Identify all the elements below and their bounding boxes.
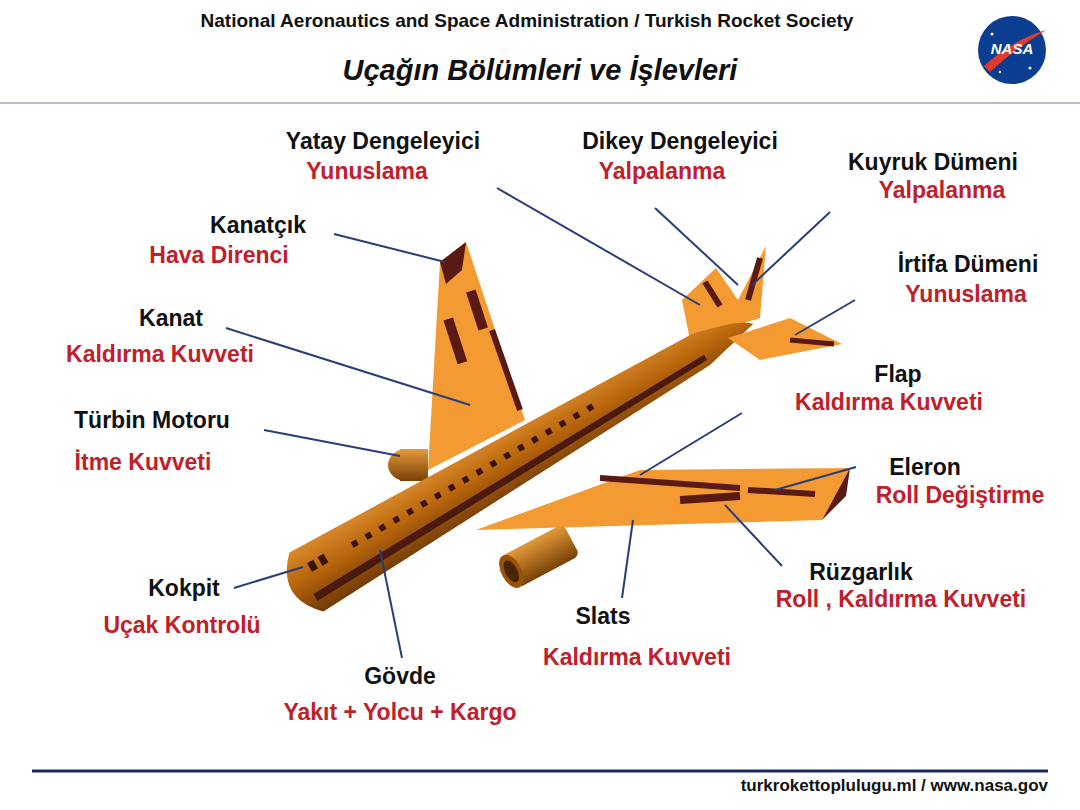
part-name: Slats: [576, 603, 631, 629]
part-name: Kuyruk Dümeni: [848, 149, 1018, 175]
part-function: İtme Kuvveti: [75, 449, 212, 475]
part-function: Kaldırma Kuvveti: [66, 341, 254, 367]
part-name: Kanat: [139, 305, 203, 331]
part-function: Hava Direnci: [149, 242, 288, 268]
part-function: Roll Değiştirme: [876, 482, 1045, 508]
part-function: Kaldırma Kuvveti: [543, 644, 731, 670]
part-name: Rüzgarlık: [809, 559, 913, 585]
part-function: Yunuslama: [905, 281, 1026, 307]
part-name: Gövde: [364, 663, 436, 689]
part-function: Kaldırma Kuvveti: [795, 389, 983, 415]
part-function: Yunuslama: [306, 158, 427, 184]
part-function: Uçak Kontrolü: [103, 612, 260, 638]
part-name: Flap: [874, 361, 921, 387]
part-name: Kokpit: [148, 575, 220, 601]
part-name: İrtifa Dümeni: [898, 251, 1039, 277]
part-function: Yalpalanma: [599, 158, 726, 184]
part-name: Dikey Dengeleyici: [582, 128, 778, 154]
part-name: Kanatçık: [210, 212, 306, 238]
footer-text: turkrokettoplulugu.ml / www.nasa.gov: [741, 776, 1048, 796]
part-name: Eleron: [889, 454, 961, 480]
logo-text: NASA: [991, 40, 1034, 57]
part-function: Yalpalanma: [879, 177, 1006, 203]
part-name: Türbin Motoru: [74, 407, 230, 433]
header-text: National Aeronautics and Space Administr…: [201, 10, 854, 32]
part-function: Roll , Kaldırma Kuvveti: [776, 586, 1027, 612]
part-name: Yatay Dengeleyici: [286, 128, 480, 154]
diagram-title: Uçağın Bölümleri ve İşlevleri: [343, 54, 738, 87]
part-function: Yakıt + Yolcu + Kargo: [283, 699, 516, 725]
